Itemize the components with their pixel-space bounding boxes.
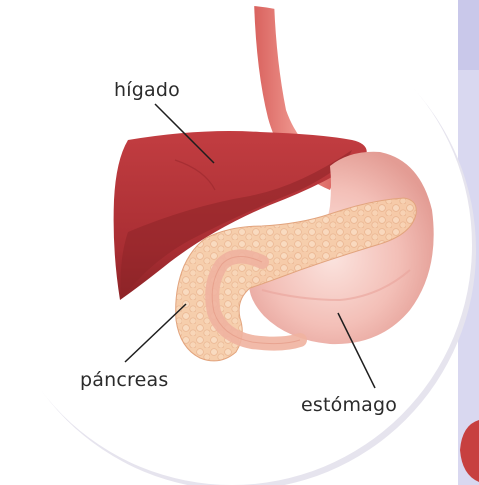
liver-label: hígado [114, 79, 180, 101]
pancreas-label: páncreas [80, 369, 168, 391]
stomach-label: estómago [301, 394, 397, 416]
